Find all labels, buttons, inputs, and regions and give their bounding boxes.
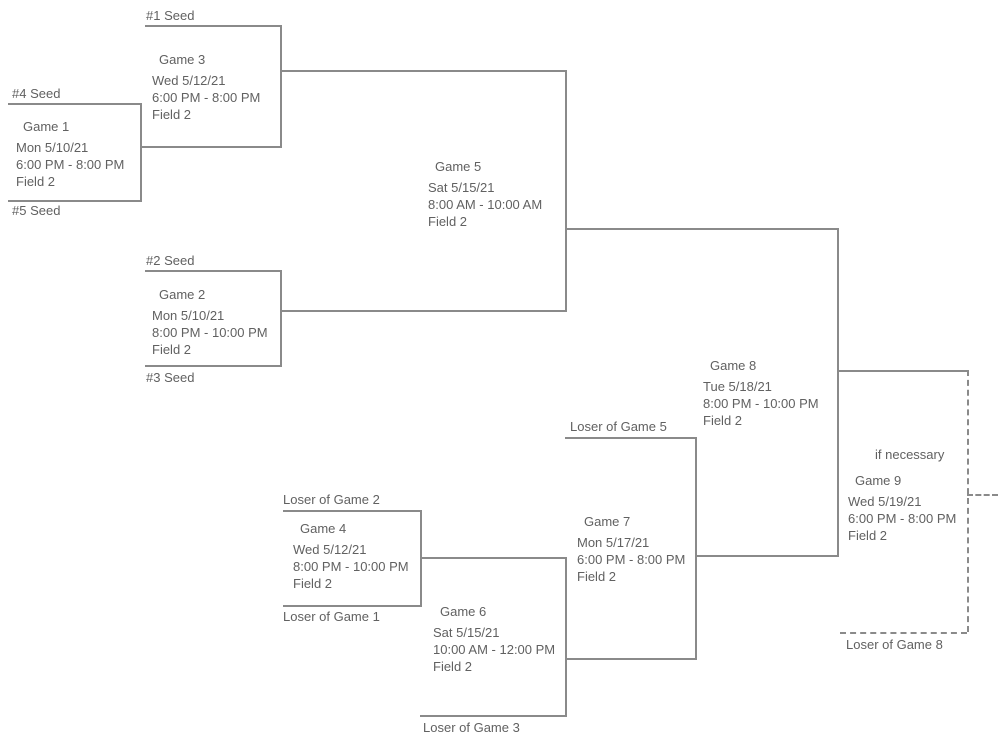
game9-field: Field 2 <box>848 528 888 543</box>
game1-info: Game 1 Mon 5/10/21 6:00 PM - 8:00 PM Fie… <box>16 118 124 190</box>
game9-title: Game 9 <box>855 473 902 488</box>
loser-game5-slot-line <box>565 437 695 439</box>
loser-game2-label: Loser of Game 2 <box>283 492 380 507</box>
game7-title: Game 7 <box>584 514 631 529</box>
game3-title: Game 3 <box>159 52 206 67</box>
game9-connector-line <box>967 370 969 632</box>
game5-date: Sat 5/15/21 <box>428 180 495 195</box>
game8-info: Game 8 Tue 5/18/21 8:00 PM - 10:00 PM Fi… <box>703 357 819 429</box>
seed4-slot-line <box>8 103 140 105</box>
game4-field: Field 2 <box>293 576 333 591</box>
game1-connector-line <box>140 103 142 202</box>
seed3-slot-line <box>145 365 280 367</box>
game6-winner-line <box>565 658 695 660</box>
game6-time: 10:00 AM - 12:00 PM <box>433 642 556 657</box>
seed3-label: #3 Seed <box>146 370 195 385</box>
game6-info: Game 6 Sat 5/15/21 10:00 AM - 12:00 PM F… <box>433 603 555 675</box>
game5-winner-line <box>565 228 837 230</box>
game5-info: Game 5 Sat 5/15/21 8:00 AM - 10:00 AM Fi… <box>428 158 542 230</box>
seed5-label: #5 Seed <box>12 203 61 218</box>
game9-time: 6:00 PM - 8:00 PM <box>848 511 957 526</box>
game2-field: Field 2 <box>152 342 192 357</box>
game7-time: 6:00 PM - 8:00 PM <box>577 552 686 567</box>
game4-date: Wed 5/12/21 <box>293 542 367 557</box>
seed2-slot-line <box>145 270 280 272</box>
game9-if-necessary-note: if necessary <box>875 447 945 462</box>
loser-game1-label: Loser of Game 1 <box>283 609 380 624</box>
game4-winner-line <box>420 557 565 559</box>
game5-field: Field 2 <box>428 214 468 229</box>
game4-info: Game 4 Wed 5/12/21 8:00 PM - 10:00 PM Fi… <box>293 520 409 592</box>
game5-connector-line <box>565 70 567 312</box>
game3-info: Game 3 Wed 5/12/21 6:00 PM - 8:00 PM Fie… <box>152 51 260 123</box>
game2-winner-line <box>280 310 565 312</box>
game9-winner-line <box>967 494 998 496</box>
game8-connector-line <box>837 228 839 557</box>
game3-winner-line <box>280 70 565 72</box>
game2-info: Game 2 Mon 5/10/21 8:00 PM - 10:00 PM Fi… <box>152 286 268 358</box>
game1-date: Mon 5/10/21 <box>16 140 89 155</box>
game1-title: Game 1 <box>23 119 70 134</box>
game7-connector-line <box>695 437 697 660</box>
loser-game5-label: Loser of Game 5 <box>570 419 667 434</box>
game8-field: Field 2 <box>703 413 743 428</box>
loser-game8-slot-line <box>840 632 967 634</box>
game8-date: Tue 5/18/21 <box>703 379 772 394</box>
game3-time: 6:00 PM - 8:00 PM <box>152 90 261 105</box>
seed4-label: #4 Seed <box>12 86 61 101</box>
game9-info: if necessary Game 9 Wed 5/19/21 6:00 PM … <box>848 446 956 544</box>
game1-field: Field 2 <box>16 174 56 189</box>
game7-field: Field 2 <box>577 569 617 584</box>
seed1-slot-line <box>145 25 280 27</box>
game1-time: 6:00 PM - 8:00 PM <box>16 157 125 172</box>
game8-winner-line <box>837 370 967 372</box>
game3-field: Field 2 <box>152 107 192 122</box>
game7-date: Mon 5/17/21 <box>577 535 650 550</box>
game6-field: Field 2 <box>433 659 473 674</box>
game7-info: Game 7 Mon 5/17/21 6:00 PM - 8:00 PM Fie… <box>577 513 685 585</box>
game3-date: Wed 5/12/21 <box>152 73 226 88</box>
game3-connector-line <box>280 25 282 148</box>
game5-title: Game 5 <box>435 159 482 174</box>
game4-time: 8:00 PM - 10:00 PM <box>293 559 409 574</box>
game2-title: Game 2 <box>159 287 206 302</box>
loser-game1-slot-line <box>283 605 420 607</box>
game2-connector-line <box>280 270 282 367</box>
game6-title: Game 6 <box>440 604 487 619</box>
game6-connector-line <box>565 557 567 717</box>
loser-game3-slot-line <box>420 715 565 717</box>
game2-time: 8:00 PM - 10:00 PM <box>152 325 268 340</box>
game4-title: Game 4 <box>300 521 347 536</box>
loser-game3-label: Loser of Game 3 <box>423 720 520 735</box>
game8-time: 8:00 PM - 10:00 PM <box>703 396 819 411</box>
game9-date: Wed 5/19/21 <box>848 494 922 509</box>
game2-date: Mon 5/10/21 <box>152 308 225 323</box>
game5-time: 8:00 AM - 10:00 AM <box>428 197 543 212</box>
loser-game8-label: Loser of Game 8 <box>846 637 943 652</box>
loser-game2-slot-line <box>283 510 420 512</box>
seed2-label: #2 Seed <box>146 253 195 268</box>
game8-title: Game 8 <box>710 358 757 373</box>
game7-winner-line <box>695 555 837 557</box>
seed5-slot-line <box>8 200 140 202</box>
seed1-label: #1 Seed <box>146 8 195 23</box>
game1-winner-line <box>140 146 280 148</box>
game6-date: Sat 5/15/21 <box>433 625 500 640</box>
